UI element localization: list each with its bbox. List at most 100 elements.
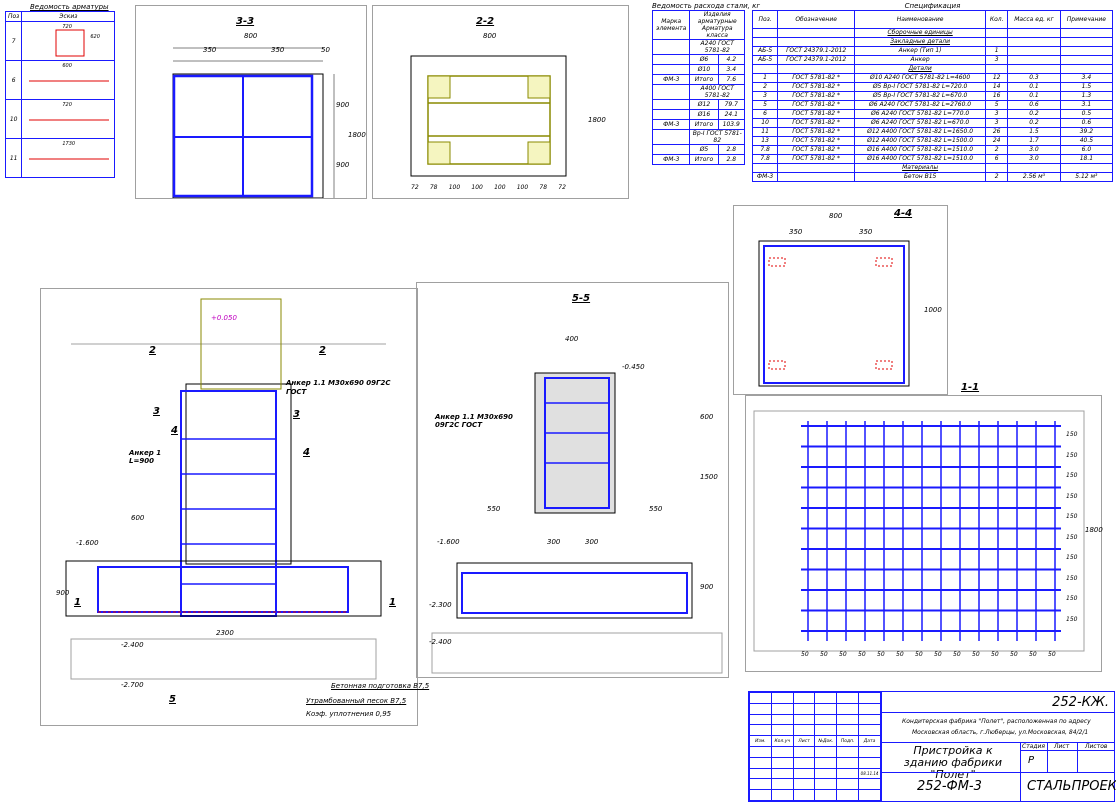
col-pos: Поз	[4, 11, 23, 22]
cell: 24	[985, 136, 1009, 146]
cell: 7.6	[717, 74, 745, 85]
cell: 1.5	[1059, 82, 1114, 92]
spec-header: Кол.	[985, 10, 1009, 29]
dim-label: 100	[516, 184, 529, 191]
cell	[1007, 64, 1061, 74]
section-title: 4-4	[894, 208, 913, 219]
cell: 4.2	[717, 54, 745, 65]
cell	[651, 129, 691, 145]
cell: 7.8	[751, 145, 779, 155]
date-cell: 08.11.14	[858, 767, 881, 780]
cell: ГОСТ 5781-82 *	[777, 82, 856, 92]
cell: 3.0	[1007, 154, 1061, 164]
cell	[777, 64, 856, 74]
cell: Ø16	[689, 109, 719, 120]
cell: 2.56 м³	[1007, 172, 1061, 182]
section-title: 3-3	[236, 16, 255, 27]
dim-label: 550	[487, 505, 501, 513]
spec-header: Поз.	[751, 10, 779, 29]
cell	[777, 37, 856, 47]
section-mark: 1	[74, 597, 81, 608]
dim-label: 300	[547, 538, 561, 546]
pos-cell: 7	[4, 21, 23, 61]
dim-label: 300	[585, 538, 599, 546]
rebar-schedule-title: Ведомость арматуры	[30, 3, 109, 11]
dim-label: 150	[1066, 615, 1078, 623]
dim-label: 2300	[216, 629, 234, 637]
cell: ГОСТ 5781-82 *	[777, 109, 856, 119]
drawing-number: 252-ФМ-3	[917, 779, 982, 794]
cell	[651, 144, 691, 155]
cell: ГОСТ 5781-82 *	[777, 154, 856, 164]
table-row: Материалы	[751, 163, 1114, 173]
cell	[1059, 55, 1114, 65]
elevation-view: +0.050 Анкер 1.1 М30х690 09Г2С ГОСТ Анке…	[40, 288, 429, 726]
sheets-header: Листов	[1085, 743, 1108, 750]
cell: Ø10 A240 ГОСТ 5781-82 L=4600	[854, 73, 987, 83]
cell	[777, 28, 856, 38]
cell: Ø5	[689, 144, 719, 155]
cell: ФМ-3	[651, 74, 691, 85]
cell	[777, 163, 856, 173]
cell: 3.4	[1059, 73, 1114, 83]
cell: Ø6 A240 ГОСТ 5781-82 L=2760.0	[854, 100, 987, 110]
cell: 2	[985, 172, 1009, 182]
dim-label: 720	[62, 102, 72, 108]
cell: 24.1	[717, 109, 745, 120]
spec-header: Наименование	[854, 10, 987, 29]
cell: 0.2	[1007, 118, 1061, 128]
project-code: 252-КЖ.	[1052, 695, 1109, 710]
cell: Ø10	[689, 64, 719, 75]
dim-label: 50	[839, 651, 847, 658]
pos-cell: 6	[4, 60, 23, 100]
dim-label: 50	[820, 651, 828, 658]
dim-label: 100	[471, 184, 483, 191]
column-header: Лист	[792, 735, 816, 747]
cell: ГОСТ 5781-82 *	[777, 127, 856, 137]
column-header: Изм.	[749, 735, 772, 747]
dim-label: 600	[131, 514, 145, 522]
pos-cell: 11	[4, 138, 23, 178]
dim-label: 50	[953, 651, 961, 658]
cell	[1007, 163, 1061, 173]
cell: 26	[985, 127, 1009, 137]
section-label: Детали	[854, 64, 987, 74]
cell	[1007, 46, 1061, 56]
section-mark: 1	[389, 597, 396, 608]
cell: Ø6 A240 ГОСТ 5781-82 L=770.0	[854, 109, 987, 119]
column-header: Дата	[858, 735, 881, 747]
dim-label: 50	[896, 651, 904, 658]
cell: Ø12	[689, 99, 719, 110]
section-4-4: 4-4 800 350 350 1000	[733, 205, 948, 395]
dim-label: 150	[1066, 595, 1078, 602]
drawing-title: Пристройка к зданию фабрики "Полет"	[903, 744, 1003, 781]
col-mark: Марка элемента	[651, 10, 691, 40]
cell: АБ-5	[751, 55, 779, 65]
cell: Ø12 A400 ГОСТ 5781-82 L=1650.0	[854, 127, 987, 137]
dim-label: 72	[411, 184, 419, 191]
cell: 11	[751, 127, 779, 137]
section-label: Закладные детали	[854, 37, 987, 47]
cell: Ø5 Вр-I ГОСТ 5781-82 L=720.0	[854, 82, 987, 92]
column-header: Подп.	[836, 735, 860, 747]
dim-label: 620	[90, 34, 100, 40]
class-cell: A240 ГОСТ 5781-82	[689, 39, 745, 55]
dim-label: 150	[1066, 554, 1078, 561]
cell: Итого	[689, 154, 719, 165]
cell: АБ-5	[751, 46, 779, 56]
cell: 14	[985, 82, 1009, 92]
cell	[1007, 28, 1061, 38]
cell: Итого	[689, 74, 719, 85]
cell: 7.8	[751, 154, 779, 164]
dim-label: 50	[991, 651, 999, 658]
cell: ГОСТ 5781-82 *	[777, 136, 856, 146]
section-mark: 3	[293, 409, 300, 420]
dim-label: 150	[1066, 492, 1078, 500]
section-title: 1-1	[961, 382, 980, 393]
cell: ФМ-3	[651, 154, 691, 165]
cell: 1.7	[1007, 136, 1061, 146]
section-mark: 4	[171, 425, 178, 436]
